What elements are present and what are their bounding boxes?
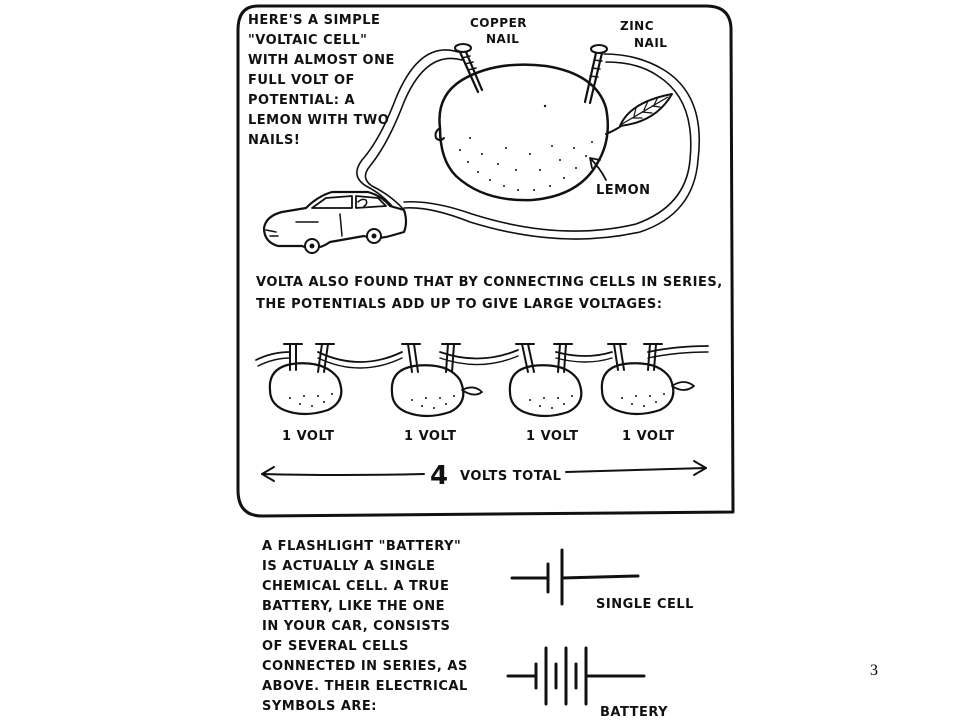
small-lemon (508, 343, 583, 418)
battery-label: BATTERY (600, 705, 668, 720)
lemon-label-arrow (589, 157, 607, 181)
copper-label-line1: COPPER (470, 16, 527, 30)
battery-text-line: BATTERY, LIKE THE ONE (262, 599, 445, 614)
battery-text-line: A FLASHLIGHT "BATTERY" (262, 539, 461, 554)
battery-text-line: CHEMICAL CELL. A TRUE (262, 579, 449, 594)
small-lemon (390, 343, 483, 418)
battery-text-line: ABOVE. THEIR ELECTRICAL (262, 679, 468, 694)
lemon-label: LEMON (596, 183, 651, 198)
series-wire (255, 345, 709, 363)
series-wire-inner (257, 351, 709, 369)
zinc-label-line2: NAIL (634, 36, 667, 50)
battery-text-line: CONNECTED IN SERIES, AS (262, 659, 468, 674)
cell-volt-label: 1 VOLT (622, 429, 674, 444)
single-cell-label: SINGLE CELL (596, 597, 694, 612)
lemon-leaf (605, 93, 673, 135)
intro-line: "VOLTAIC CELL" (248, 33, 367, 48)
series-text-line1: VOLTA ALSO FOUND THAT BY CONNECTING CELL… (256, 275, 723, 290)
small-lemon (268, 343, 343, 416)
intro-line: WITH ALMOST ONE (248, 53, 395, 68)
intro-line: NAILS! (248, 133, 300, 148)
slide-number: 3 (870, 662, 878, 679)
total-number: 4 (430, 461, 449, 491)
copper-nail (454, 43, 484, 94)
copper-label-line2: NAIL (486, 32, 519, 46)
small-lemon (600, 343, 695, 416)
cell-volt-label: 1 VOLT (404, 429, 456, 444)
intro-line: LEMON WITH TWO (248, 113, 389, 128)
intro-text: HERE'S A SIMPLE "VOLTAIC CELL" WITH ALMO… (248, 13, 395, 148)
big-lemon-dots (459, 104, 593, 191)
battery-text-line: OF SEVERAL CELLS (262, 639, 409, 654)
total-arrow (261, 460, 707, 482)
zinc-nail (583, 44, 608, 105)
battery-text: A FLASHLIGHT "BATTERY" IS ACTUALLY A SIN… (262, 539, 468, 714)
battery-text-line: IN YOUR CAR, CONSISTS (262, 619, 450, 634)
circuit-wires (356, 49, 701, 240)
battery-symbol (506, 646, 646, 706)
zinc-label-line1: ZINC (620, 19, 654, 33)
cell-volt-label: 1 VOLT (526, 429, 578, 444)
series-text-line2: THE POTENTIALS ADD UP TO GIVE LARGE VOLT… (256, 297, 662, 312)
cell-volt-label: 1 VOLT (282, 429, 334, 444)
intro-line: HERE'S A SIMPLE (248, 13, 380, 28)
car (262, 190, 408, 254)
total-text: VOLTS TOTAL (460, 469, 561, 484)
intro-line: POTENTIAL: A (248, 93, 355, 108)
panel-frame (236, 4, 735, 518)
battery-text-line: IS ACTUALLY A SINGLE (262, 559, 435, 574)
big-lemon-tip (434, 127, 445, 141)
battery-text-line: SYMBOLS ARE: (262, 699, 377, 714)
big-lemon-body (438, 63, 609, 202)
single-cell-symbol (510, 548, 640, 606)
big-lemon (434, 63, 609, 202)
intro-line: FULL VOLT OF (248, 73, 355, 88)
